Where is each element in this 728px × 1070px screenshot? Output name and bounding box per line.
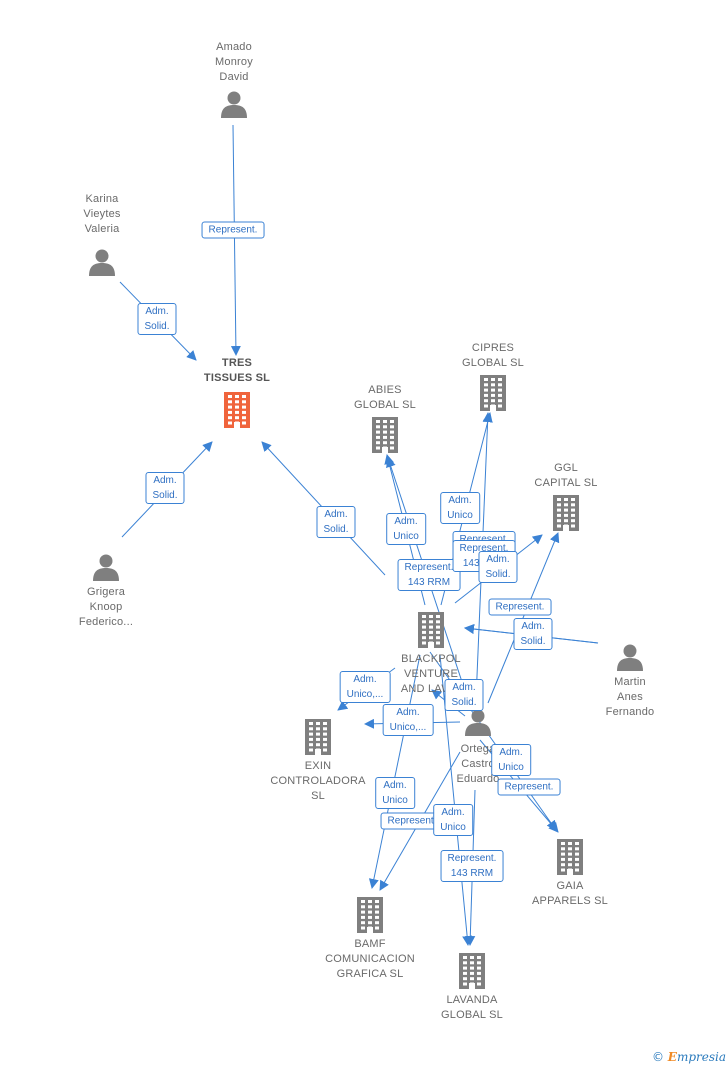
edge-label[interactable]: Represent. (497, 778, 561, 796)
person-icon[interactable] (616, 643, 644, 676)
edge-label[interactable]: Adm. Unico (440, 492, 480, 524)
node-label: Ortega Castro Eduardo (456, 743, 500, 785)
building-icon[interactable] (478, 375, 508, 416)
building-icon[interactable] (355, 897, 385, 938)
building-icon[interactable] (555, 839, 585, 880)
node-label: GGL CAPITAL SL (534, 462, 598, 489)
edge-label[interactable]: Represent. 143 RRM (440, 850, 504, 882)
node-label: CIPRES GLOBAL SL (462, 342, 524, 369)
person-icon[interactable] (464, 708, 492, 741)
edge-label[interactable]: Adm. Solid. (444, 679, 484, 711)
person-icon[interactable] (88, 248, 116, 281)
node-label: GAIA APPARELS SL (532, 880, 608, 907)
building-icon[interactable] (303, 719, 333, 760)
edge-label[interactable]: Adm. Solid. (316, 506, 356, 538)
building-icon[interactable] (222, 392, 252, 433)
node-label: Amado Monroy David (215, 41, 253, 83)
node-label: LAVANDA GLOBAL SL (441, 994, 503, 1021)
edge-blackpol-bamf (368, 654, 421, 889)
edge-label[interactable]: Adm. Solid. (478, 551, 518, 583)
node-label: Martin Anes Fernando (605, 676, 655, 718)
edge-label[interactable]: Adm. Unico,... (339, 671, 391, 703)
edge-label[interactable]: Adm. Unico (491, 744, 531, 776)
person-icon[interactable] (92, 553, 120, 586)
building-icon[interactable] (370, 417, 400, 458)
building-icon[interactable] (457, 953, 487, 994)
edge-label[interactable]: Represent. (201, 221, 265, 239)
node-label: Karina Vieytes Valeria (83, 193, 121, 235)
edge-label[interactable]: Adm. Solid. (137, 303, 177, 335)
person-icon[interactable] (220, 90, 248, 123)
edge-label[interactable]: Adm. Unico (375, 777, 415, 809)
building-icon[interactable] (551, 495, 581, 536)
node-label: TRES TISSUES SL (203, 357, 271, 384)
node-label: ABIES GLOBAL SL (354, 384, 416, 411)
building-icon[interactable] (416, 612, 446, 653)
edge-label[interactable]: Adm. Solid. (145, 472, 185, 504)
edge-amado-tres (230, 124, 241, 356)
edge-label[interactable]: Adm. Unico,... (382, 704, 434, 736)
edge-label[interactable]: Adm. Unico (433, 804, 473, 836)
edge-label[interactable]: Adm. Unico (386, 513, 426, 545)
node-label: Grigera Knoop Federico... (78, 586, 134, 628)
edge-label[interactable]: Adm. Solid. (513, 618, 553, 650)
node-label: BAMF COMUNICACION GRAFICA SL (325, 938, 415, 980)
node-label: EXIN CONTROLADORA SL (270, 760, 366, 802)
empresia-logo: © Empresia (651, 1050, 726, 1064)
edge-label[interactable]: Represent. 143 RRM (397, 559, 461, 591)
edge-label[interactable]: Represent. (488, 598, 552, 616)
